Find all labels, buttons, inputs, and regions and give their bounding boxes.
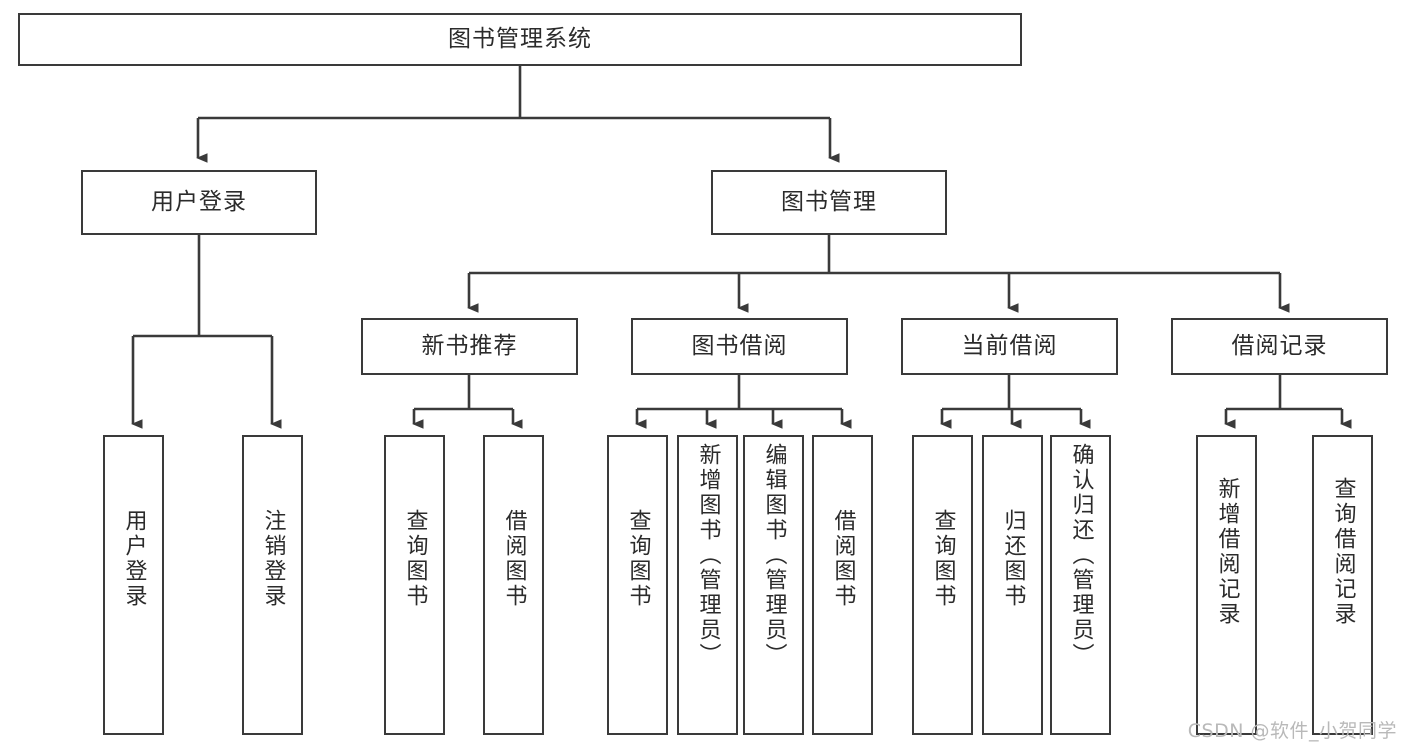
node-label: 借阅记录: [1231, 332, 1328, 359]
leaf-recommend-borrow-book[interactable]: 借阅图书: [483, 435, 544, 735]
node-label: 查询图书: [625, 509, 651, 609]
leaf-borrow-add-book-admin[interactable]: 新增图书（管理员）: [677, 435, 738, 735]
leaf-current-confirm-return-admin[interactable]: 确认归还（管理员）: [1050, 435, 1111, 735]
node-label: 当前借阅: [961, 332, 1058, 359]
node-borrow-record[interactable]: 借阅记录: [1171, 318, 1388, 375]
leaf-recommend-query-book[interactable]: 查询图书: [384, 435, 445, 735]
node-label: 用户登录: [121, 509, 147, 609]
node-label: 查询借阅记录: [1330, 477, 1356, 627]
leaf-current-return-book[interactable]: 归还图书: [982, 435, 1043, 735]
node-label: 新书推荐: [421, 332, 518, 359]
leaf-record-add-borrow-record[interactable]: 新增借阅记录: [1196, 435, 1257, 735]
node-label: 新增图书（管理员）: [695, 443, 721, 668]
node-book-borrow[interactable]: 图书借阅: [631, 318, 848, 375]
node-label: 新增借阅记录: [1214, 477, 1240, 627]
node-user-login[interactable]: 用户登录: [81, 170, 317, 235]
leaf-borrow-edit-book-admin[interactable]: 编辑图书（管理员）: [743, 435, 804, 735]
node-label: 图书借阅: [691, 332, 788, 359]
node-root-system[interactable]: 图书管理系统: [18, 13, 1022, 66]
leaf-borrow-borrow-book[interactable]: 借阅图书: [812, 435, 873, 735]
node-label: 图书管理: [781, 188, 877, 215]
node-new-book-recommend[interactable]: 新书推荐: [361, 318, 578, 375]
node-label: 编辑图书（管理员）: [761, 443, 787, 668]
node-book-management[interactable]: 图书管理: [711, 170, 947, 235]
node-label: 归还图书: [1000, 509, 1026, 609]
node-label: 用户登录: [151, 188, 247, 215]
leaf-user-login[interactable]: 用户登录: [103, 435, 164, 735]
node-label: 查询图书: [402, 509, 428, 609]
node-label: 借阅图书: [830, 509, 856, 609]
leaf-current-query-book[interactable]: 查询图书: [912, 435, 973, 735]
leaf-logout[interactable]: 注销登录: [242, 435, 303, 735]
node-label: 图书管理系统: [448, 25, 592, 52]
node-label: 查询图书: [930, 509, 956, 609]
node-label: 确认归还（管理员）: [1068, 443, 1094, 668]
leaf-borrow-query-book[interactable]: 查询图书: [607, 435, 668, 735]
node-current-borrow[interactable]: 当前借阅: [901, 318, 1118, 375]
node-label: 注销登录: [260, 509, 286, 609]
node-label: 借阅图书: [501, 509, 527, 609]
leaf-record-query-borrow-record[interactable]: 查询借阅记录: [1312, 435, 1373, 735]
